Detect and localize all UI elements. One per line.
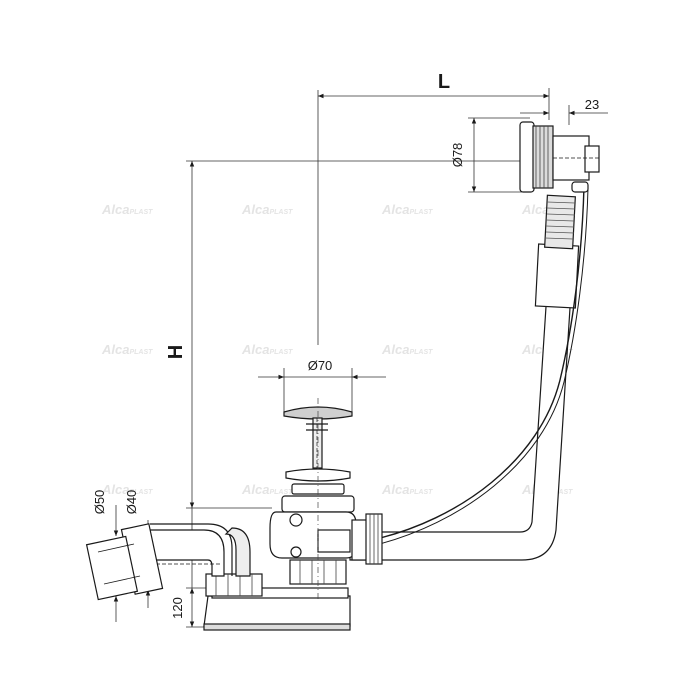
watermark: AlcaPLAST <box>241 202 293 217</box>
svg-text:AlcaPLAST: AlcaPLAST <box>241 342 293 357</box>
elbow-outer <box>150 523 233 576</box>
label-L: L <box>438 71 450 93</box>
watermark: AlcaPLAST <box>241 482 293 497</box>
siphon-fitting <box>289 513 303 527</box>
tee-nut <box>317 529 351 553</box>
overflow-nut <box>584 145 600 173</box>
svg-text:AlcaPLAST: AlcaPLAST <box>101 482 153 497</box>
watermark: AlcaPLAST <box>241 342 293 357</box>
waste-flange <box>285 468 351 482</box>
overflow-head <box>519 121 600 193</box>
label-78: Ø78 <box>450 143 465 168</box>
outlet-end <box>85 535 139 601</box>
dimension-lines <box>113 88 608 628</box>
label-70: Ø70 <box>308 358 333 373</box>
svg-text:AlcaPLAST: AlcaPLAST <box>241 202 293 217</box>
watermark: AlcaPLAST <box>381 342 433 357</box>
horizontal-pipe <box>349 275 573 561</box>
svg-text:AlcaPLAST: AlcaPLAST <box>101 202 153 217</box>
svg-text:AlcaPLAST: AlcaPLAST <box>241 482 293 497</box>
elbow-cap <box>224 527 251 577</box>
corrugated-pipe <box>544 194 576 250</box>
watermark: AlcaPLAST <box>381 482 433 497</box>
trap-bottom-plate <box>203 623 351 631</box>
svg-text:AlcaPLAST: AlcaPLAST <box>381 202 433 217</box>
outlet-pipe <box>85 523 164 601</box>
watermark: AlcaPLAST <box>101 482 153 497</box>
label-H: H <box>165 345 187 359</box>
watermark: AlcaPLAST <box>101 202 153 217</box>
watermark: AlcaPLAST <box>381 202 433 217</box>
label-50: Ø50 <box>92 490 107 515</box>
overflow-cap <box>519 121 535 193</box>
siphon-body <box>269 495 383 585</box>
elbow <box>149 529 225 577</box>
watermark: AlcaPLAST <box>101 342 153 357</box>
svg-text:AlcaPLAST: AlcaPLAST <box>381 482 433 497</box>
label-23: 23 <box>585 97 599 112</box>
dimension-labels: L 23 Ø78 H Ø70 Ø50 Ø40 120 <box>92 71 599 619</box>
label-120: 120 <box>170 597 185 619</box>
trap-base <box>203 573 351 631</box>
riser-sleeve <box>534 243 580 309</box>
siphon-assembly <box>85 121 600 631</box>
trap-nut-left <box>205 573 263 597</box>
corrugation-lines <box>544 201 576 240</box>
plug-stem <box>312 417 323 469</box>
svg-text:AlcaPLAST: AlcaPLAST <box>381 342 433 357</box>
overflow-clip <box>571 181 589 193</box>
svg-text:AlcaPLAST: AlcaPLAST <box>101 342 153 357</box>
trap-cup <box>203 595 351 627</box>
bowden-cable-inner <box>371 187 589 547</box>
label-40: Ø40 <box>124 490 139 515</box>
bowden-cable <box>371 185 585 541</box>
